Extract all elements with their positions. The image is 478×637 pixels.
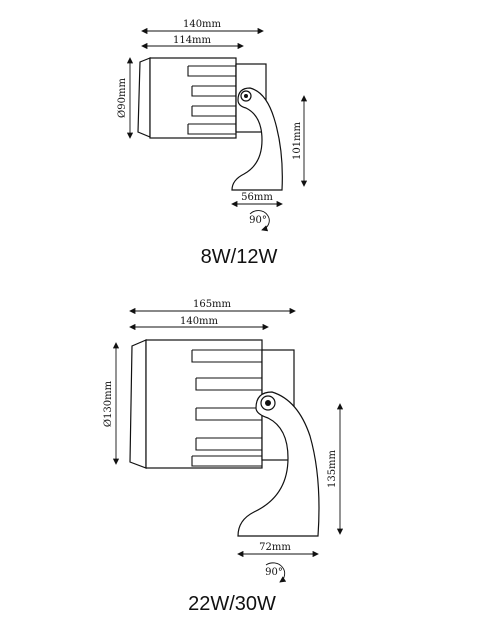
bracket-large <box>237 391 320 537</box>
dim-text-height-small: 101mm <box>292 121 303 160</box>
dim-text-body-length-small: 114mm <box>173 35 212 46</box>
figure-small-spotlight: 140mm 114mm Ø90mm <box>117 19 308 268</box>
rotation-text-large: 90° <box>265 567 283 578</box>
bracket-small <box>231 87 283 191</box>
rotation-indicator-large: 90° <box>265 562 287 583</box>
dim-text-diameter-small: Ø90mm <box>117 78 128 118</box>
dim-text-diameter-large: Ø130mm <box>103 380 114 427</box>
dim-text-base-width-large: 72mm <box>259 542 291 553</box>
dim-overall-length-small: 140mm <box>141 19 264 35</box>
model-label-large: 22W/30W <box>188 593 276 615</box>
dim-height-small: 101mm <box>292 95 308 187</box>
dim-text-body-length-large: 140mm <box>180 316 219 327</box>
dim-text-overall-length-large: 165mm <box>193 299 232 310</box>
dim-overall-length-large: 165mm <box>129 299 296 315</box>
dim-diameter-small: Ø90mm <box>117 57 134 139</box>
dim-base-width-small: 56mm <box>231 192 283 208</box>
dim-base-width-large: 72mm <box>237 542 319 558</box>
dim-diameter-large: Ø130mm <box>103 342 120 465</box>
rotation-text-small: 90° <box>249 215 267 226</box>
dim-text-height-large: 135mm <box>327 449 338 488</box>
figure-large-spotlight: 165mm 140mm Ø130mm <box>103 299 344 615</box>
dim-text-overall-length-small: 140mm <box>183 19 222 30</box>
dim-body-length-large: 140mm <box>129 316 269 331</box>
dim-height-large: 135mm <box>327 403 344 535</box>
model-label-small: 8W/12W <box>201 246 278 268</box>
dim-text-base-width-small: 56mm <box>241 192 273 203</box>
rotation-indicator-small: 90° <box>249 210 270 232</box>
dim-body-length-small: 114mm <box>141 35 244 50</box>
